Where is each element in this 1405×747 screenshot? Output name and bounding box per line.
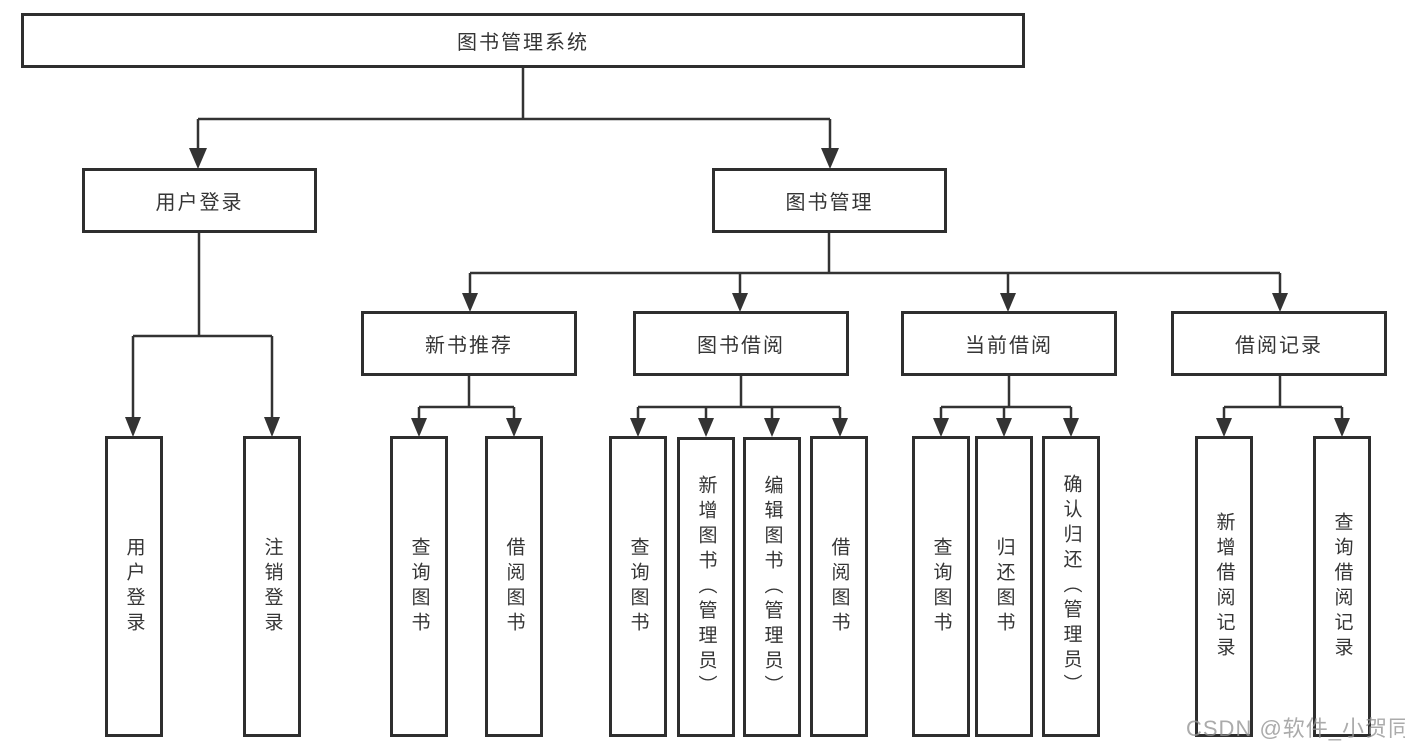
- arrowhead-icon: [1000, 293, 1016, 312]
- arrowhead-icon: [189, 148, 207, 169]
- connector-borrowing-records-branch: [1216, 376, 1350, 437]
- arrowhead-icon: [1272, 293, 1288, 312]
- node-borrowing-records: 借阅记录: [1171, 311, 1387, 376]
- node-user-login: 用户登录: [82, 168, 317, 233]
- leaf-query-books-recommend: 查询图书: [390, 436, 448, 737]
- leaf-borrow-books-borrowing-label: 借阅图书: [828, 536, 850, 637]
- leaf-edit-books-admin-label: 编辑图书（管理员）: [761, 474, 783, 700]
- node-current-borrowing: 当前借阅: [901, 311, 1117, 376]
- leaf-borrow-books-recommend-label: 借阅图书: [503, 536, 525, 637]
- node-book-borrowing: 图书借阅: [633, 311, 849, 376]
- arrowhead-icon: [125, 417, 141, 437]
- arrowhead-icon: [821, 148, 839, 169]
- leaf-confirm-return-admin: 确认归还（管理员）: [1042, 436, 1100, 737]
- arrowhead-icon: [411, 418, 427, 437]
- leaf-add-borrow-record: 新增借阅记录: [1195, 436, 1253, 737]
- arrowhead-icon: [1334, 418, 1350, 437]
- leaf-logout-login: 注销登录: [243, 436, 301, 737]
- arrowhead-icon: [933, 418, 949, 437]
- leaf-query-books-borrowing-label: 查询图书: [627, 536, 649, 637]
- leaf-query-books-current: 查询图书: [912, 436, 970, 737]
- arrowhead-icon: [1216, 418, 1232, 437]
- leaf-query-books-borrowing: 查询图书: [609, 436, 667, 737]
- connector-book-management-branch: [462, 233, 1288, 312]
- leaf-query-books-recommend-label: 查询图书: [408, 536, 430, 637]
- arrowhead-icon: [630, 418, 646, 437]
- leaf-user-login: 用户登录: [105, 436, 163, 737]
- leaf-return-books: 归还图书: [975, 436, 1033, 737]
- csdn-watermark: CSDN @软件_小贺同学: [1186, 716, 1405, 741]
- node-book-management: 图书管理: [712, 168, 947, 233]
- arrowhead-icon: [732, 293, 748, 312]
- leaf-confirm-return-admin-label: 确认归还（管理员）: [1060, 474, 1082, 699]
- leaf-return-books-label: 归还图书: [993, 536, 1015, 637]
- leaf-user-login-label: 用户登录: [123, 536, 145, 637]
- leaf-edit-books-admin: 编辑图书（管理员）: [743, 437, 801, 737]
- arrowhead-icon: [506, 418, 522, 437]
- leaf-logout-login-label: 注销登录: [261, 536, 283, 637]
- arrowhead-icon: [264, 417, 280, 437]
- node-new-book-recommendation: 新书推荐: [361, 311, 577, 376]
- leaf-query-borrow-record-label: 查询借阅记录: [1331, 511, 1353, 662]
- connector-user-login-branch: [125, 233, 280, 437]
- arrowhead-icon: [462, 293, 478, 312]
- connector-current-borrowing-branch: [933, 376, 1079, 437]
- arrowhead-icon: [832, 418, 848, 437]
- leaf-add-books-admin-label: 新增图书（管理员）: [695, 474, 717, 700]
- connector-root-to-level1: [189, 68, 839, 169]
- arrowhead-icon: [698, 418, 714, 437]
- leaf-add-books-admin: 新增图书（管理员）: [677, 437, 735, 737]
- connector-new-book-branch: [411, 376, 522, 437]
- arrowhead-icon: [764, 418, 780, 437]
- leaf-query-borrow-record: 查询借阅记录: [1313, 436, 1371, 737]
- arrowhead-icon: [996, 418, 1012, 437]
- node-library-management-system: 图书管理系统: [21, 13, 1025, 68]
- leaf-query-books-current-label: 查询图书: [930, 536, 952, 637]
- leaf-borrow-books-recommend: 借阅图书: [485, 436, 543, 737]
- leaf-add-borrow-record-label: 新增借阅记录: [1213, 511, 1235, 662]
- leaf-borrow-books-borrowing: 借阅图书: [810, 436, 868, 737]
- connector-book-borrowing-branch: [630, 376, 848, 437]
- arrowhead-icon: [1063, 418, 1079, 437]
